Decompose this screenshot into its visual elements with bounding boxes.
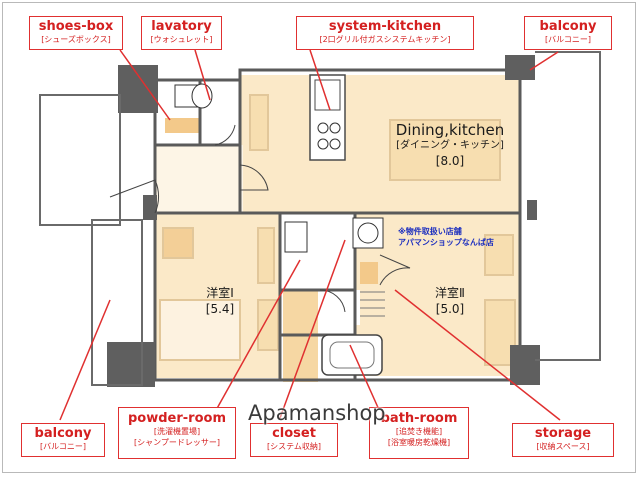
label-shoes-box: shoes-box [シューズボックス] [29,16,123,50]
room-dining-kitchen-jp: [ダイニング・キッチン] [396,140,504,151]
room-western-1: 洋室Ⅰ [5.4] [190,285,250,317]
label-shoes-box-en: shoes-box [38,19,114,34]
label-balcony-bottom-jp: [バルコニー] [39,442,87,451]
leader-lines [59,49,561,421]
room-dining-kitchen-size: [8.0] [435,154,465,168]
room-western-1-size: [5.4] [205,302,235,316]
toilet [174,83,213,109]
bathtub [321,334,383,376]
room-dining-kitchen: Dining,kitchen [ダイニング・キッチン] [8.0] [370,121,530,169]
label-storage-en: storage [534,426,592,441]
room-western-1-name: 洋室Ⅰ [206,286,234,300]
label-balcony-top-jp: [バルコニー] [544,35,592,44]
label-system-kitchen-jp: [2口グリル付ガスシステムキッチン] [319,35,451,44]
label-balcony-top-en: balcony [539,19,597,34]
label-powder-room-jp1: [洗濯機置場] [153,427,201,436]
label-balcony-top: balcony [バルコニー] [524,16,612,50]
label-bath-room-jp1: [追焚き機能] [395,427,443,436]
label-powder-room: powder-room [洗濯機置場] [シャンプードレッサー] [118,407,236,459]
label-closet-jp: [システム収納] [266,442,321,451]
label-storage-jp: [収納スペース] [536,442,590,451]
image-frame [2,2,636,473]
washroom-fixtures [284,217,384,253]
label-bath-room-jp2: [浴室暖房乾燥機] [387,438,451,447]
label-system-kitchen: system-kitchen [2口グリル付ガスシステムキッチン] [296,16,474,50]
balconies [39,51,601,386]
room-western-2: 洋室Ⅱ [5.0] [420,285,480,317]
label-system-kitchen-en: system-kitchen [328,19,442,34]
agency-note-line2: アパマンショップなんば店 [398,238,494,247]
room-western-2-name: 洋室Ⅱ [435,286,465,300]
label-closet: closet [システム収納] [250,423,338,457]
kitchen-counter [309,74,346,161]
storage-shelves [360,291,385,317]
label-lavatory-jp: [ウォシュレット] [150,35,213,44]
watermark-logo: Apamanshop [248,401,386,425]
room-western-2-size: [5.0] [435,302,465,316]
room-dining-kitchen-name: Dining,kitchen [395,121,505,139]
agency-note: ※物件取扱い店舗 アパマンショップなんば店 [398,226,494,248]
doors [109,124,411,313]
label-powder-room-jp2: [シャンプードレッサー] [133,438,220,447]
label-balcony-bottom-en: balcony [34,426,92,441]
label-powder-room-en: powder-room [128,411,226,426]
agency-note-line1: ※物件取扱い店舗 [398,227,462,236]
label-lavatory-en: lavatory [151,19,212,34]
label-bath-room-en: bath-room [380,411,458,426]
label-shoes-box-jp: [シューズボックス] [41,35,111,44]
label-lavatory: lavatory [ウォシュレット] [141,16,222,50]
label-storage: storage [収納スペース] [512,423,614,457]
label-closet-en: closet [272,426,316,441]
wall-blocks [107,55,540,387]
label-balcony-bottom: balcony [バルコニー] [21,423,105,457]
label-bath-room: bath-room [追焚き機能] [浴室暖房乾燥機] [369,407,469,459]
